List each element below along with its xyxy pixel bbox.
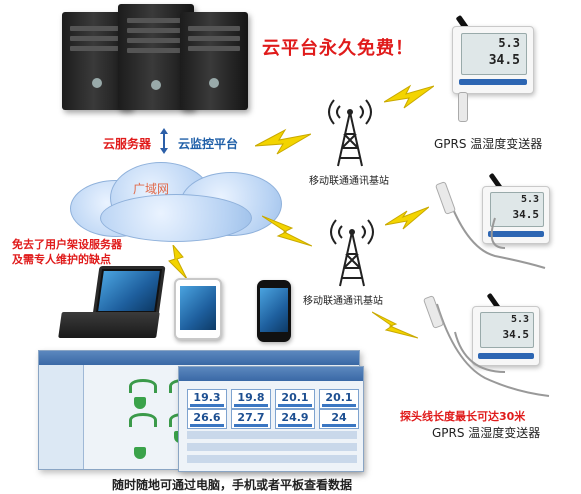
tablet: [174, 278, 222, 340]
dashboard-value-cell: 26.6: [187, 409, 227, 429]
dashboard-value-cell: 24: [319, 409, 359, 429]
probe-cable: [444, 187, 546, 269]
sensor-probe: [458, 92, 468, 122]
dashboard-value-cell: 27.7: [231, 409, 271, 429]
dashboard-value-cell: 20.1: [275, 389, 315, 409]
sensor-humidity-reading: 34.5: [502, 328, 530, 341]
lightning-bolt-icon: [255, 128, 311, 155]
base-station-label-top: 移动联通通讯基站: [309, 176, 389, 187]
gprs-sensor-device-3: 5.3 34.5: [472, 306, 540, 366]
lightning-bolt-icon: [262, 215, 312, 247]
gauge-icon: [129, 379, 157, 393]
dashboard-value-cell: 24.9: [275, 409, 315, 429]
gprs-sensor-device-1: 5.3 34.5: [452, 26, 534, 94]
dashboard-value-cell: 20.1: [319, 389, 359, 409]
lightning-bolt-icon: [372, 311, 418, 339]
gprs-transmitter-label-bottom: GPRS 温湿度变送器: [432, 426, 541, 440]
shield-icon: [134, 397, 146, 409]
sensor-temp-reading: 5.3: [520, 194, 539, 205]
drawback-text-line2: 及需专人维护的缺点: [12, 253, 111, 266]
cloud-server-label: 云服务器: [103, 137, 152, 151]
cell-tower-icon: [328, 99, 372, 167]
wan-label: 广域网: [133, 182, 170, 196]
probe-length-note: 探头线长度最长可达30米: [400, 410, 526, 423]
dashboard-value-cell: 19.3: [187, 389, 227, 409]
gauge-icon: [129, 413, 157, 427]
sensor-humidity-reading: 34.5: [488, 53, 520, 68]
lightning-bolt-icon: [384, 84, 434, 109]
cell-tower-icon: [330, 219, 374, 287]
dashboard-value-cell: 19.8: [231, 389, 271, 409]
double-arrow-icon: [160, 128, 168, 154]
server-tower-3: [180, 12, 248, 110]
sensor-temp-reading: 5.3: [498, 36, 520, 50]
smartphone: [257, 280, 291, 342]
sensor-humidity-reading: 34.5: [512, 208, 540, 221]
gprs-transmitter-label-top: GPRS 温湿度变送器: [434, 137, 543, 151]
drawback-text-line1: 免去了用户架设服务器: [12, 238, 122, 251]
headline-free-cloud: 云平台永久免费！: [262, 38, 414, 59]
lightning-bolt-icon: [385, 206, 429, 230]
lightning-bolt-icon: [168, 245, 187, 279]
base-station-label-bottom: 移动联通通讯基站: [303, 296, 383, 307]
wan-cloud: [70, 158, 282, 242]
probe-cable: [436, 303, 550, 397]
gprs-sensor-device-2: 5.3 34.5: [482, 186, 550, 244]
monitoring-dashboard-front: 19.3 19.8 20.1 20.1 26.6 27.7 24.9 24: [178, 366, 364, 472]
cloud-platform-label: 云监控平台: [178, 137, 239, 151]
shield-icon: [134, 447, 146, 459]
sensor-temp-reading: 5.3: [510, 314, 529, 325]
bottom-caption: 随时随地可通过电脑，手机或者平板查看数据: [112, 478, 353, 492]
